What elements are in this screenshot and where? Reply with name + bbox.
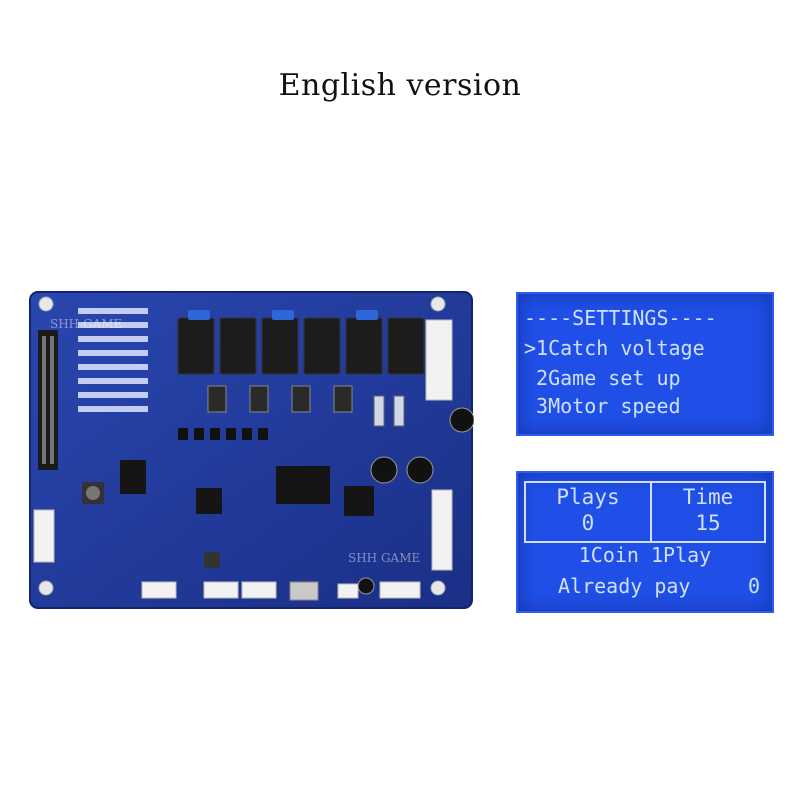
time-label: Time — [682, 485, 734, 509]
settings-item-motor-speed: 3Motor speed — [524, 394, 681, 418]
settings-heading: ----SETTINGS---- — [524, 306, 717, 330]
time-value: 15 — [695, 511, 721, 535]
watermark-top: SHH GAME — [50, 317, 122, 331]
already-pay-label: Already pay — [558, 574, 691, 598]
status-lcd-screen: Plays 0 Time 15 1Coin 1Play Already pay … — [516, 471, 774, 613]
watermark-bottom: SHH GAME — [348, 551, 420, 565]
already-pay-value: 0 — [748, 574, 761, 598]
pcb-board-image: SHH GAME SHH GAME — [29, 291, 474, 609]
settings-lcd-screen: ----SETTINGS---- >1Catch voltage 2Game s… — [516, 292, 774, 436]
coin-rule: 1Coin 1Play — [578, 543, 712, 567]
plays-box: Plays 0 — [524, 481, 652, 543]
settings-item-game-set-up: 2Game set up — [524, 366, 681, 390]
page-title: English version — [278, 68, 522, 103]
time-box: Time 15 — [650, 481, 766, 543]
settings-item-catch-voltage: >1Catch voltage — [524, 336, 705, 360]
plays-label: Plays — [556, 485, 620, 509]
plays-value: 0 — [581, 511, 595, 535]
